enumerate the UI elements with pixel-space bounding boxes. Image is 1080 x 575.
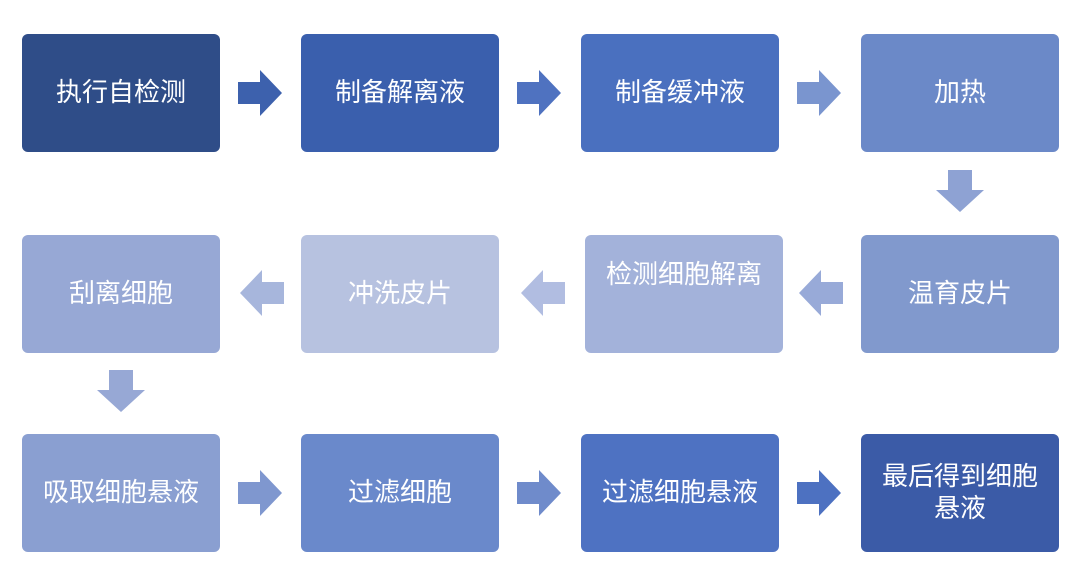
arrow-shape xyxy=(797,70,841,116)
step-label: 制备缓冲液 xyxy=(614,77,745,108)
step-label: 刮离细胞 xyxy=(68,278,173,309)
step-box: 过滤细胞 xyxy=(301,434,499,552)
arrow-shape xyxy=(240,270,284,316)
step-box: 温育皮片 xyxy=(861,235,1059,353)
arrow-right-icon xyxy=(238,70,282,116)
arrow-right-icon xyxy=(517,70,561,116)
arrow-right-icon xyxy=(517,470,561,516)
arrow-shape xyxy=(238,70,282,116)
arrow-shape xyxy=(517,70,561,116)
step-label: 制备解离液 xyxy=(334,77,465,108)
arrow-left-icon xyxy=(799,270,843,316)
step-box: 吸取细胞悬液 xyxy=(22,434,220,552)
step-box: 最后得到细胞悬液 xyxy=(861,434,1059,552)
arrow-shape xyxy=(797,470,841,516)
step-box: 加热 xyxy=(861,34,1059,152)
step-label: 执行自检测 xyxy=(55,77,186,108)
step-box: 执行自检测 xyxy=(22,34,220,152)
step-label: 吸取细胞悬液 xyxy=(42,477,199,508)
step-label: 冲洗皮片 xyxy=(347,278,452,309)
step-box: 制备缓冲液 xyxy=(581,34,779,152)
arrow-shape xyxy=(97,370,145,412)
step-label: 温育皮片 xyxy=(907,278,1012,309)
step-label: 加热 xyxy=(933,77,986,108)
arrow-left-icon xyxy=(240,270,284,316)
arrow-left-icon xyxy=(521,270,565,316)
arrow-right-icon xyxy=(238,470,282,516)
step-box: 冲洗皮片 xyxy=(301,235,499,353)
arrow-shape xyxy=(517,470,561,516)
arrow-right-icon xyxy=(797,70,841,116)
arrow-down-icon xyxy=(936,170,984,212)
arrow-shape xyxy=(521,270,565,316)
step-label: 最后得到细胞悬液 xyxy=(881,461,1038,525)
step-label: 过滤细胞 xyxy=(347,477,452,508)
arrow-right-icon xyxy=(797,470,841,516)
step-label: 检测细胞解离 xyxy=(605,260,762,290)
step-box: 过滤细胞悬液 xyxy=(581,434,779,552)
step-label: 过滤细胞悬液 xyxy=(601,477,758,508)
step-box: 检测细胞解离 xyxy=(585,235,783,353)
arrow-shape xyxy=(936,170,984,212)
arrow-shape xyxy=(238,470,282,516)
step-box: 制备解离液 xyxy=(301,34,499,152)
step-box: 刮离细胞 xyxy=(22,235,220,353)
arrow-down-icon xyxy=(97,370,145,412)
arrow-shape xyxy=(799,270,843,316)
